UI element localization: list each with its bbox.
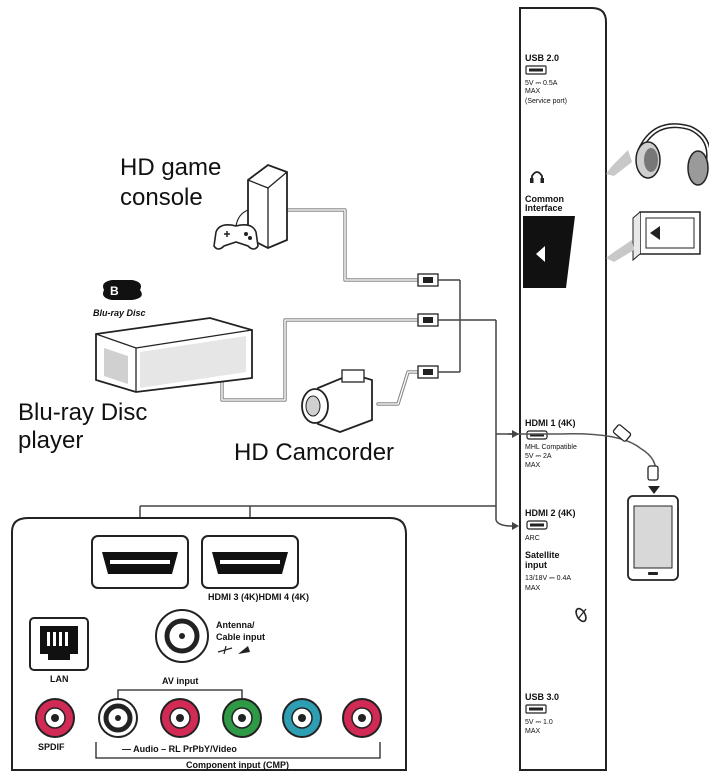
bluray-logo-text: Blu-ray Disc — [93, 308, 146, 318]
game-console-label-line1: HD game — [120, 154, 221, 181]
common-interface-line2: Interface — [525, 203, 563, 213]
satellite-line1: Satellite — [525, 550, 560, 560]
audio-right-jack — [160, 698, 200, 738]
component-pb-jack — [282, 698, 322, 738]
satellite-spec-max: MAX — [525, 585, 541, 592]
usb-icon — [525, 704, 547, 714]
antenna-port — [155, 609, 209, 663]
camcorder-device — [301, 369, 373, 433]
usb3-spec-voltage: 5V ⎓ 1.0 — [525, 719, 553, 726]
usb3-spec-max: MAX — [525, 728, 541, 735]
signal-lines — [139, 279, 519, 530]
spdif-label: SPDIF — [38, 742, 65, 752]
bluray-player-device — [95, 317, 253, 393]
headphones-icon — [635, 123, 709, 186]
usb3-title: USB 3.0 — [525, 692, 559, 702]
usb-icon — [525, 65, 547, 75]
component-pr-jack — [342, 698, 382, 738]
hdmi-cables — [220, 208, 420, 406]
component-input-bracket — [95, 742, 381, 759]
video-y-jack — [222, 698, 262, 738]
svg-text:B: B — [110, 284, 119, 298]
ci-module-card-icon — [632, 211, 701, 262]
antenna-label-line2: Cable input — [216, 632, 265, 642]
satellite-spec-voltage: 13/18V ⎓ 0.4A — [525, 575, 571, 582]
lan-label: LAN — [50, 674, 69, 684]
game-controller-icon — [213, 209, 259, 250]
usb2-title: USB 2.0 — [525, 53, 559, 63]
hdmi1-spec-voltage: 5V ⎓ 2A — [525, 453, 552, 460]
hdmi2-title: HDMI 2 (4K) — [525, 508, 576, 518]
hdmi1-title: HDMI 1 (4K) — [525, 418, 576, 428]
headphone-jack-icon — [530, 171, 544, 183]
mhl-cable-plug — [508, 424, 660, 494]
usb2-spec-voltage: 5V ⎓ 0.5A — [525, 80, 558, 87]
usb3-port-group: USB 3.0 5V ⎓ 1.0 MAX — [525, 692, 559, 735]
av-input-label: AV input — [162, 676, 198, 686]
common-interface-line1: Common — [525, 194, 564, 204]
lan-port — [29, 617, 89, 671]
smartphone-icon — [627, 495, 679, 581]
ci-insert-arrow-icon — [536, 246, 545, 262]
av-input-bracket — [117, 689, 243, 698]
satellite-line2: input — [525, 560, 547, 570]
arrow-icon — [606, 240, 634, 262]
hdmi-plug-connectors — [417, 273, 439, 379]
spdif-jack — [35, 698, 75, 738]
bluray-player-label-line1: Blu-ray Disc — [18, 399, 147, 426]
satellite-dish-icon — [575, 607, 587, 623]
ci-slot — [523, 216, 575, 288]
hdmi3-port — [91, 535, 189, 589]
usb2-spec-service: (Service port) — [525, 98, 567, 105]
bluray-logo: B Blu-ray Disc — [93, 280, 146, 318]
audio-left-jack — [98, 698, 138, 738]
hdmi2-spec-arc: ARC — [525, 535, 540, 542]
common-interface-slot-group: Common Interface — [523, 194, 575, 288]
bluray-player-label-line2: player — [18, 427, 83, 454]
usb2-spec-max: MAX — [525, 88, 541, 95]
antenna-icon — [217, 645, 250, 655]
hdmi2-port-group: HDMI 2 (4K) ARC — [525, 508, 576, 542]
game-console-label-line2: console — [120, 184, 203, 211]
hdmi3-hdmi4-label: HDMI 3 (4K)HDMI 4 (4K) — [208, 592, 309, 602]
usb2-port-group: USB 2.0 5V ⎓ 0.5A MAX (Service port) — [525, 53, 567, 105]
camcorder-label: HD Camcorder — [234, 439, 394, 466]
hdmi4-port — [201, 535, 299, 589]
hdmi-port-icon — [526, 430, 548, 440]
arrow-icon — [606, 150, 632, 176]
hdmi1-port-group: HDMI 1 (4K) MHL Compatible 5V ⎓ 2A MAX — [525, 418, 577, 469]
antenna-label-line1: Antenna/ — [216, 620, 255, 630]
audio-video-label: — Audio – RL PrPbY/Video — [122, 744, 237, 754]
hdmi-port-icon — [526, 520, 548, 530]
component-input-label: Component input (CMP) — [186, 760, 289, 770]
satellite-input-group: Satellite input 13/18V ⎓ 0.4A MAX — [525, 550, 587, 623]
hdmi1-spec-mhl: MHL Compatible — [525, 444, 577, 451]
hdmi1-spec-max: MAX — [525, 462, 541, 469]
tv-side-panel — [519, 7, 607, 771]
